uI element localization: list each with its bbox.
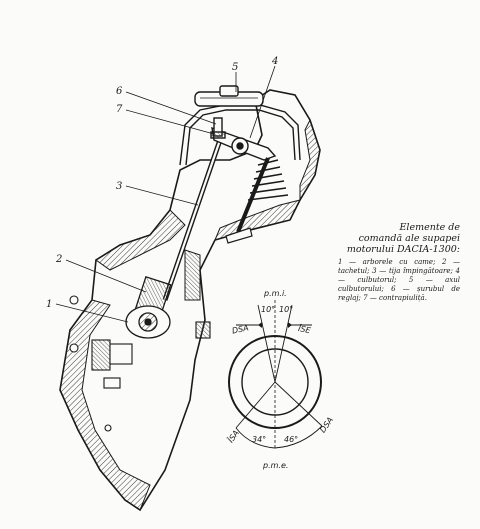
block-sections <box>59 118 321 511</box>
timing-dsa-left: DSA <box>231 323 249 335</box>
timing-bottom-label: p.m.e. <box>262 461 288 470</box>
timing-isa: ÎSA <box>224 427 240 444</box>
rocker-arm <box>210 117 277 161</box>
caption-title: Elemente de comandă ale supapei motorulu… <box>338 222 460 255</box>
valve-assembly <box>225 157 289 244</box>
callout-1: 1 <box>46 299 52 310</box>
caption-title-line-3: motorului DACIA-1300: <box>346 244 460 255</box>
timing-top-label: p.m.i. <box>263 289 287 298</box>
caption-title-line-2: comandă ale supapei <box>358 233 460 244</box>
block-fittings <box>69 295 211 432</box>
lock-nut <box>210 131 226 139</box>
timing-angle-top-left: 10° <box>261 305 275 314</box>
caption-title-line-1: Elemente de <box>399 222 460 233</box>
callout-6: 6 <box>116 86 123 97</box>
timing-dsa-right: DSA <box>318 415 335 434</box>
callout-5: 5 <box>232 62 238 73</box>
caption-legend: 1 — arborele cu came; 2 — tachetul; 3 — … <box>338 258 460 302</box>
callout-7: 7 <box>116 104 123 115</box>
callout-leaders <box>55 65 276 323</box>
timing-angle-bottom-left: 34° <box>252 435 266 444</box>
rocker-cover <box>179 85 301 166</box>
valve-timing-diagram <box>228 300 323 450</box>
timing-angle-top-right: 10° <box>279 305 293 314</box>
timing-ise: ÎSE <box>297 322 312 336</box>
timing-angle-bottom-right: 46° <box>284 435 298 444</box>
camshaft <box>125 305 171 339</box>
callout-2: 2 <box>55 254 62 265</box>
callout-4: 4 <box>271 56 278 67</box>
figure-caption: Elemente de comandă ale supapei motorulu… <box>338 222 460 303</box>
callout-3: 3 <box>116 181 122 192</box>
push-rod <box>162 139 223 301</box>
